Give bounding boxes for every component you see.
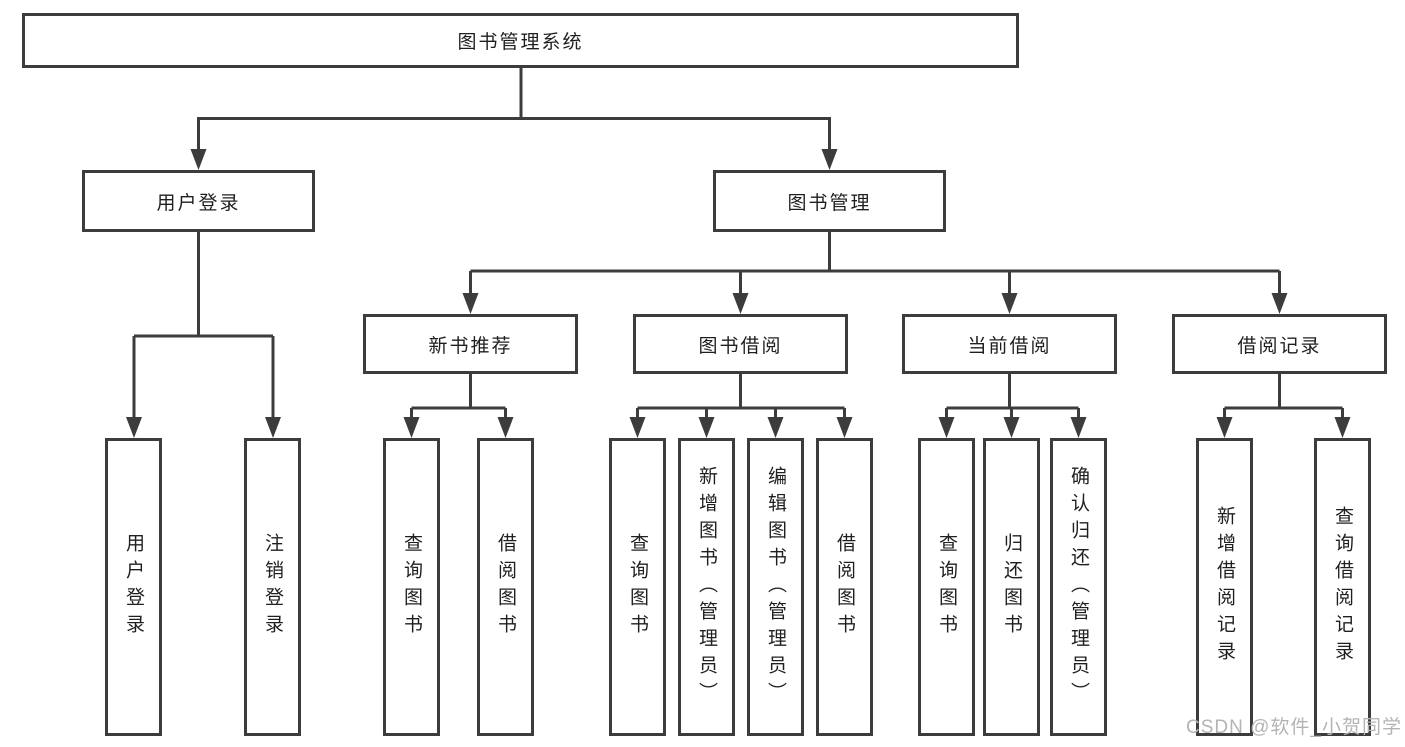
leaf-current-query-books: 查询图书 bbox=[918, 438, 975, 736]
leaf-recommend-borrow-books-label: 借阅图书 bbox=[495, 533, 516, 641]
node-current-borrowing: 当前借阅 bbox=[902, 314, 1117, 374]
node-system-root: 图书管理系统 bbox=[22, 13, 1019, 68]
node-new-book-recommend: 新书推荐 bbox=[363, 314, 578, 374]
leaf-logout: 注销登录 bbox=[244, 438, 301, 736]
node-user-login-branch: 用户登录 bbox=[82, 170, 315, 232]
leaf-current-confirm-return-admin: 确认归还（管理员） bbox=[1050, 438, 1107, 736]
node-borrowing-records: 借阅记录 bbox=[1172, 314, 1387, 374]
leaf-recommend-query-books-label: 查询图书 bbox=[401, 533, 422, 641]
leaf-borrow-edit-books-admin: 编辑图书（管理员） bbox=[747, 438, 804, 736]
node-current-borrowing-label: 当前借阅 bbox=[967, 335, 1052, 357]
leaf-current-return-books: 归还图书 bbox=[983, 438, 1040, 736]
node-book-management-branch-label: 图书管理 bbox=[787, 192, 872, 214]
leaf-current-query-books-label: 查询图书 bbox=[936, 533, 957, 641]
leaf-logout-label: 注销登录 bbox=[262, 533, 283, 641]
leaf-borrow-edit-books-admin-label: 编辑图书（管理员） bbox=[765, 465, 786, 709]
leaf-borrow-borrow-books: 借阅图书 bbox=[816, 438, 873, 736]
leaf-current-return-books-label: 归还图书 bbox=[1001, 533, 1022, 641]
leaf-records-query-record-label: 查询借阅记录 bbox=[1332, 506, 1353, 668]
leaf-user-login-label: 用户登录 bbox=[123, 533, 144, 641]
node-book-borrowing: 图书借阅 bbox=[633, 314, 848, 374]
leaf-borrow-query-books-label: 查询图书 bbox=[627, 533, 648, 641]
leaf-borrow-add-books-admin: 新增图书（管理员） bbox=[678, 438, 735, 736]
csdn-watermark: CSDN @软件_小贺同学 bbox=[1186, 717, 1402, 738]
leaf-borrow-add-books-admin-label: 新增图书（管理员） bbox=[696, 465, 717, 709]
node-book-borrowing-label: 图书借阅 bbox=[698, 335, 783, 357]
leaf-user-login: 用户登录 bbox=[105, 438, 162, 736]
leaf-borrow-borrow-books-label: 借阅图书 bbox=[834, 533, 855, 641]
leaf-recommend-query-books: 查询图书 bbox=[383, 438, 440, 736]
node-user-login-branch-label: 用户登录 bbox=[156, 192, 241, 214]
leaf-records-add-record-label: 新增借阅记录 bbox=[1214, 506, 1235, 668]
leaf-recommend-borrow-books: 借阅图书 bbox=[477, 438, 534, 736]
leaf-records-query-record: 查询借阅记录 bbox=[1314, 438, 1371, 736]
node-new-book-recommend-label: 新书推荐 bbox=[428, 335, 513, 357]
leaf-borrow-query-books: 查询图书 bbox=[609, 438, 666, 736]
node-system-root-label: 图书管理系统 bbox=[457, 32, 584, 53]
leaf-records-add-record: 新增借阅记录 bbox=[1196, 438, 1253, 736]
node-book-management-branch: 图书管理 bbox=[713, 170, 946, 232]
leaf-current-confirm-return-admin-label: 确认归还（管理员） bbox=[1068, 465, 1089, 709]
node-borrowing-records-label: 借阅记录 bbox=[1237, 335, 1322, 357]
